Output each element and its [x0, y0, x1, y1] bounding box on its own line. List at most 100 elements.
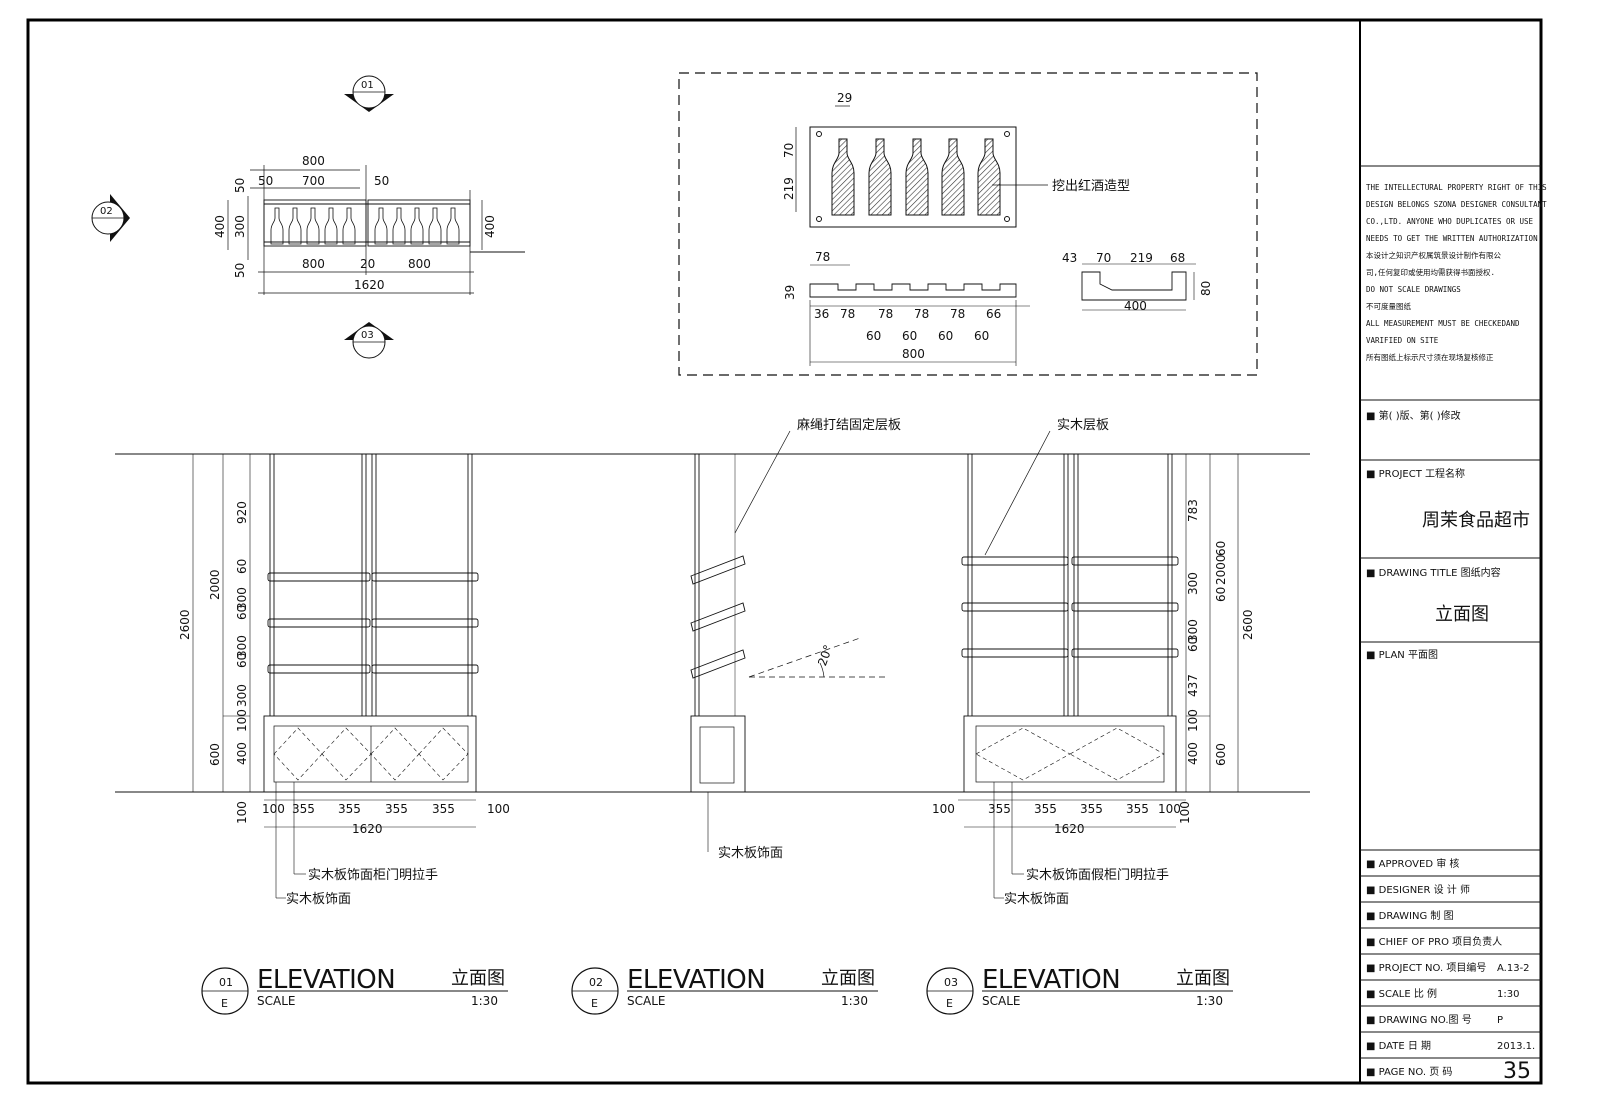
elev3-label-door-handle: 实木板饰面假柜门明拉手: [1026, 868, 1169, 883]
dim-800-top: 800: [302, 154, 325, 168]
project-label: ■ PROJECT 工程名称: [1366, 467, 1465, 480]
svg-text:DESIGN BELONGS SZONA DESIGNER: DESIGN BELONGS SZONA DESIGNER CONSULTANT: [1366, 200, 1547, 209]
svg-text:ELEVATION: ELEVATION: [627, 965, 765, 995]
svg-text:司,任何复印或使用均需获得书面授权.: 司,任何复印或使用均需获得书面授权.: [1366, 267, 1495, 277]
svg-text:100: 100: [1186, 709, 1200, 732]
elevation-title-02: 02 E ELEVATION 立面图 SCALE 1:30: [571, 965, 878, 1015]
elev1-label-door-handle: 实木板饰面柜门明拉手: [308, 868, 438, 883]
svg-text:600: 600: [208, 743, 222, 766]
elevation-01-horizontal-dims: 100 355 355 355 355 100 1620: [262, 802, 510, 836]
dim-800-br: 800: [408, 257, 431, 271]
svg-text:60: 60: [1214, 541, 1228, 556]
copyright-notice: THE INTELLECTURAL PROPERTY RIGHT OF THIS…: [1366, 183, 1547, 362]
angle-20: 20°: [815, 643, 835, 668]
section-marker-02: 02: [91, 194, 130, 242]
svg-text:100: 100: [262, 802, 285, 816]
elevation-01-vertical-dims: 920 60 300 60 300 60 300 100 400 100 200…: [178, 501, 249, 824]
svg-text:■ CHIEF OF PRO 项目负责人: ■ CHIEF OF PRO 项目负责人: [1366, 935, 1502, 948]
svg-text:1620: 1620: [1054, 822, 1085, 836]
svg-text:60: 60: [235, 559, 249, 574]
svg-text:1:30: 1:30: [471, 994, 498, 1008]
svg-text:36: 36: [814, 307, 829, 321]
svg-text:100: 100: [235, 709, 249, 732]
svg-text:02: 02: [589, 976, 603, 989]
svg-text:68: 68: [1170, 251, 1185, 265]
elev2-label-panel: 实木板饰面: [718, 846, 783, 861]
svg-text:100: 100: [235, 801, 249, 824]
detail-dim-219: 219: [782, 177, 796, 200]
svg-text:ELEVATION: ELEVATION: [257, 965, 395, 995]
elevation-02: [690, 430, 888, 852]
svg-text:400: 400: [1124, 299, 1147, 313]
svg-text:355: 355: [1034, 802, 1057, 816]
dim-side-400: 400: [213, 215, 227, 238]
svg-text:03: 03: [361, 330, 374, 341]
svg-text:600: 600: [1214, 743, 1228, 766]
svg-text:920: 920: [235, 501, 249, 524]
svg-text:2600: 2600: [178, 609, 192, 640]
svg-text:60: 60: [974, 329, 989, 343]
svg-text:60: 60: [1186, 637, 1200, 652]
svg-text:355: 355: [292, 802, 315, 816]
svg-text:SCALE: SCALE: [627, 994, 665, 1008]
svg-text:355: 355: [338, 802, 361, 816]
svg-text:355: 355: [1080, 802, 1103, 816]
plan-bottles: [270, 207, 460, 245]
svg-text:03: 03: [944, 976, 958, 989]
svg-text:立面图: 立面图: [1176, 968, 1230, 989]
elev1-label-panel: 实木板饰面: [286, 892, 351, 907]
svg-text:■ DRAWING 制 图: ■ DRAWING 制 图: [1366, 909, 1454, 922]
svg-text:■ PAGE NO. 页 码: ■ PAGE NO. 页 码: [1366, 1066, 1452, 1078]
svg-text:355: 355: [385, 802, 408, 816]
section-dim-39: 39: [783, 285, 797, 300]
svg-text:P: P: [1497, 1015, 1503, 1026]
dim-700: 700: [302, 174, 325, 188]
plan-dim-lines: [227, 165, 483, 295]
section-dim-78: 78: [815, 250, 830, 264]
svg-text:■ DRAWING NO.图 号: ■ DRAWING NO.图 号: [1366, 1014, 1472, 1026]
svg-text:66: 66: [986, 307, 1001, 321]
drawing-title-label: ■ DRAWING TITLE 图纸内容: [1366, 566, 1501, 579]
elev2-label-rope: 麻绳打结固定层板: [797, 418, 901, 433]
svg-text:100: 100: [487, 802, 510, 816]
svg-text:■ APPROVED 审 核: ■ APPROVED 审 核: [1366, 857, 1459, 870]
svg-text:立面图: 立面图: [821, 968, 875, 989]
elevation-03: [958, 430, 1239, 899]
svg-text:立面图: 立面图: [451, 968, 505, 989]
svg-text:本设计之知识产权属筑景设计制作有限公: 本设计之知识产权属筑景设计制作有限公: [1366, 250, 1501, 260]
svg-text:SCALE: SCALE: [257, 994, 295, 1008]
svg-text:VARIFIED ON SITE: VARIFIED ON SITE: [1366, 336, 1439, 345]
svg-text:78: 78: [840, 307, 855, 321]
detail-dim-70: 70: [782, 143, 796, 158]
sheet-border: [26, 18, 1543, 1085]
elev3-label-shelf: 实木层板: [1057, 418, 1109, 433]
svg-text:80: 80: [1199, 281, 1213, 296]
svg-text:78: 78: [878, 307, 893, 321]
section-marker-03: 03: [344, 322, 394, 359]
title-block-rows: ■ APPROVED 审 核 ■ DESIGNER 设 计 师 ■ DRAWIN…: [1366, 857, 1535, 1084]
svg-text:■ DATE 日 期: ■ DATE 日 期: [1366, 1040, 1431, 1052]
dim-side-50b: 50: [233, 263, 247, 278]
svg-text:DO NOT SCALE DRAWINGS: DO NOT SCALE DRAWINGS: [1366, 285, 1461, 294]
svg-text:01: 01: [219, 976, 233, 989]
svg-text:800: 800: [902, 347, 925, 361]
elevation-title-03: 03 E ELEVATION 立面图 SCALE 1:30: [926, 965, 1233, 1015]
svg-text:300: 300: [1186, 619, 1200, 642]
svg-text:78: 78: [914, 307, 929, 321]
svg-text:CO.,LTD. ANYONE WHO DUPLICATES: CO.,LTD. ANYONE WHO DUPLICATES OR USE: [1366, 217, 1534, 226]
svg-text:100: 100: [1178, 801, 1192, 824]
svg-text:1:30: 1:30: [1497, 989, 1519, 1000]
svg-text:300: 300: [1186, 572, 1200, 595]
dim-50-left: 50: [258, 174, 273, 188]
elevation-title-01: 01 E ELEVATION 立面图 SCALE 1:30: [201, 965, 508, 1015]
profile-dims: 43 70 219 68 400 80: [1062, 251, 1213, 313]
elev3-label-panel: 实木板饰面: [1004, 892, 1069, 907]
svg-text:100: 100: [932, 802, 955, 816]
section-marker-01: 01: [344, 75, 394, 112]
plan-dimensions: 800 50 700 50 800 20 800 1620 50 400 300…: [213, 154, 497, 292]
notched-section: [809, 264, 1030, 366]
svg-text:2000: 2000: [1214, 554, 1228, 585]
svg-text:60: 60: [902, 329, 917, 343]
svg-text:300: 300: [235, 635, 249, 658]
